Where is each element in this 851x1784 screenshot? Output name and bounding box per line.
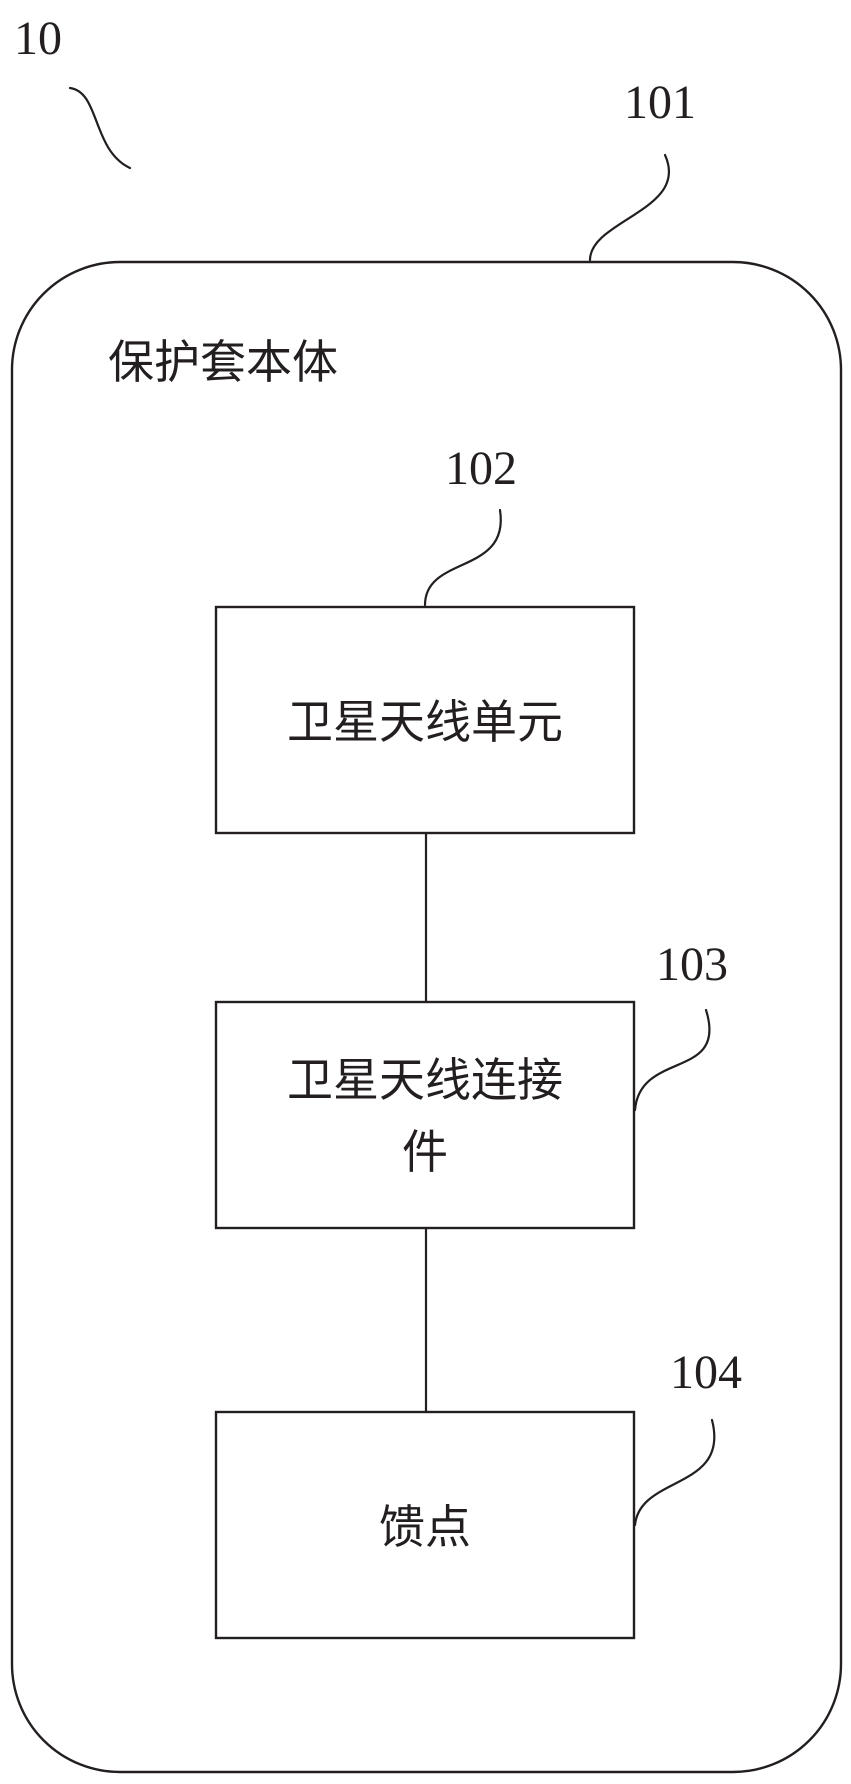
case-body-label: 保护套本体 — [108, 335, 338, 389]
ref-satellite-antenna-unit: 102 — [445, 442, 517, 495]
block-satellite-antenna-connector-line1: 卫星天线连接 — [287, 1053, 563, 1107]
leader-assembly — [68, 86, 132, 170]
ref-feed-point: 104 — [670, 1346, 742, 1399]
leader-case-body — [588, 153, 670, 262]
block-satellite-antenna-connector — [214, 1000, 636, 1230]
leader-feed-point — [633, 1418, 716, 1527]
block-feed-point-label: 馈点 — [379, 1500, 471, 1554]
ref-assembly: 10 — [14, 12, 62, 65]
case-body-outline — [10, 260, 843, 1774]
leader-satellite-antenna-connector — [633, 1008, 711, 1112]
ref-case-body: 101 — [624, 76, 696, 129]
block-satellite-antenna-unit-label: 卫星天线单元 — [287, 695, 563, 749]
leader-satellite-antenna-unit — [423, 508, 502, 607]
ref-satellite-antenna-connector: 103 — [656, 938, 728, 991]
block-satellite-antenna-unit — [214, 605, 636, 835]
block-satellite-antenna-connector-line2: 件 — [402, 1125, 448, 1179]
